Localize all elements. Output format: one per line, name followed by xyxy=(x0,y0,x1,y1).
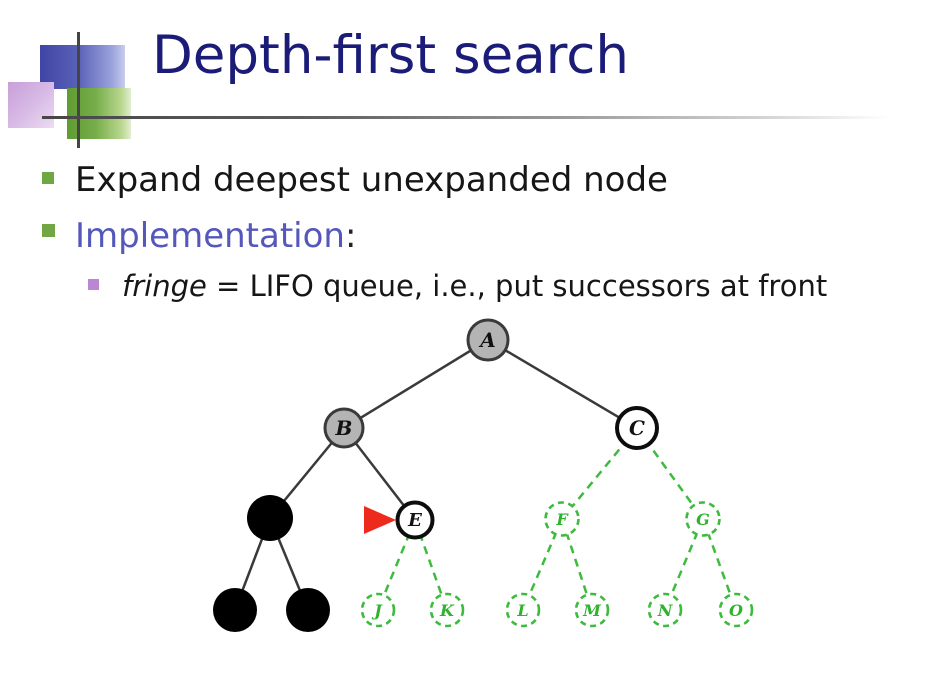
tree-node-E: E xyxy=(395,500,435,540)
tree-edges-solid xyxy=(233,338,638,611)
tree-node-K: K xyxy=(429,592,465,628)
current-node-pointer-icon xyxy=(364,506,396,534)
svg-text:A: A xyxy=(478,328,496,352)
implementation-link-text: Implementation xyxy=(75,216,345,256)
tree-node-M: M xyxy=(574,592,610,628)
tree-node-expanded-black xyxy=(286,588,330,632)
bullet-text: Expand deepest unexpanded node xyxy=(75,160,668,200)
page-title: Depth-first search xyxy=(152,25,630,86)
sub-bullet-square-icon xyxy=(88,279,99,290)
svg-text:J: J xyxy=(371,601,383,620)
bullet-expand-deepest: Expand deepest unexpanded node xyxy=(75,160,668,200)
tree-node-A: A xyxy=(466,318,510,362)
svg-text:O: O xyxy=(729,601,743,620)
tree-node-B: B xyxy=(323,407,365,449)
tree-node-expanded-black xyxy=(213,588,257,632)
tree-node-N: N xyxy=(647,592,683,628)
svg-text:C: C xyxy=(629,416,645,440)
colon-text: : xyxy=(344,216,357,256)
title-separator-line xyxy=(42,116,907,119)
svg-text:K: K xyxy=(439,601,455,620)
sub-bullet-fringe: fringe = LIFO queue, i.e., put successor… xyxy=(122,269,827,303)
svg-text:F: F xyxy=(555,510,569,529)
decorative-blue-square xyxy=(40,45,125,89)
svg-text:G: G xyxy=(696,510,710,529)
svg-text:E: E xyxy=(407,510,422,531)
tree-node-expanded-black xyxy=(247,495,293,541)
fringe-term: fringe xyxy=(122,269,207,303)
tree-node-F: F xyxy=(544,501,580,537)
search-tree-diagram: A B C E F G J K xyxy=(213,318,754,632)
decorative-pink-square xyxy=(8,82,54,128)
tree-node-L: L xyxy=(505,592,541,628)
tree-node-O: O xyxy=(718,592,754,628)
decorative-vertical-line xyxy=(77,32,80,148)
svg-text:B: B xyxy=(335,416,353,440)
svg-text:L: L xyxy=(516,601,528,620)
tree-node-G: G xyxy=(685,501,721,537)
svg-text:M: M xyxy=(582,601,602,620)
bullet-square-icon xyxy=(42,224,55,237)
tree-node-J: J xyxy=(360,592,396,628)
bullet-square-icon xyxy=(42,172,54,184)
tree-node-C: C xyxy=(615,406,659,450)
svg-text:N: N xyxy=(657,601,674,620)
bullet-implementation: Implementation: xyxy=(75,216,356,256)
fringe-rest-text: = LIFO queue, i.e., put successors at fr… xyxy=(206,269,828,303)
